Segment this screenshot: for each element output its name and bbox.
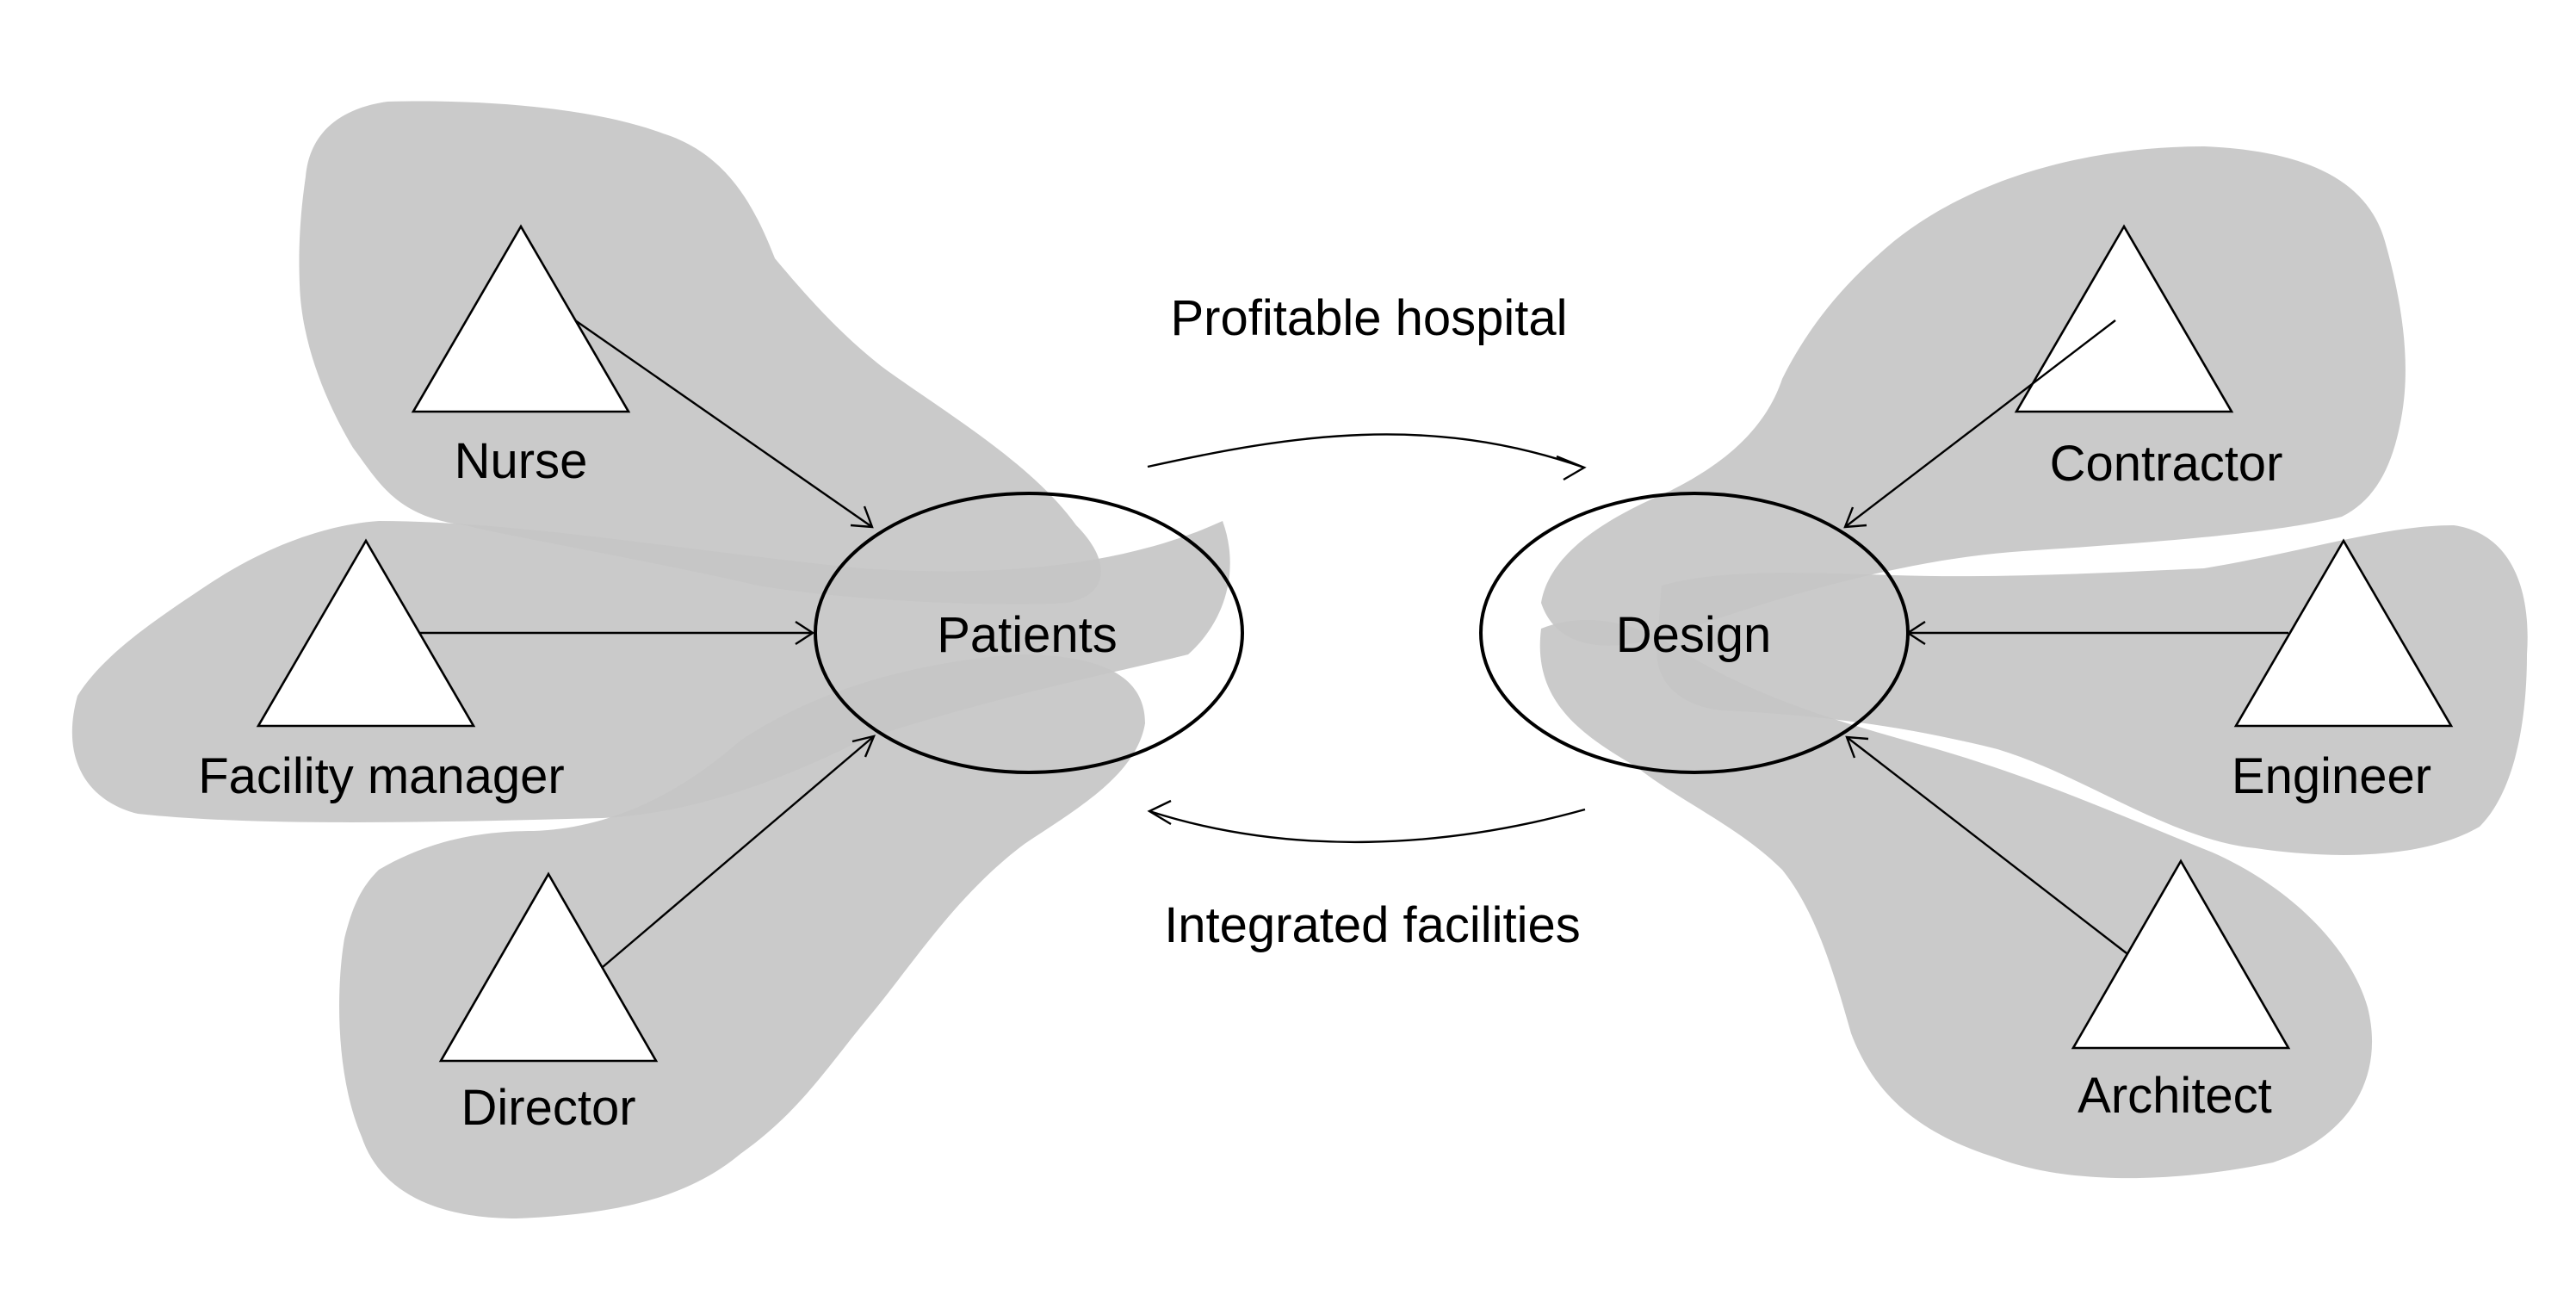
contractor-connector-arrowhead xyxy=(1843,506,1867,529)
nurse-connector xyxy=(574,319,873,528)
director-label: Director xyxy=(461,1080,635,1136)
architect-connector xyxy=(1846,736,2127,954)
nurse-label: Nurse xyxy=(455,433,588,489)
architect-label: Architect xyxy=(2078,1068,2272,1124)
patients-ellipse xyxy=(814,492,1244,774)
profitable-hospital-label: Profitable hospital xyxy=(1170,290,1567,346)
director-triangle xyxy=(438,871,659,1063)
profitable-hospital-arrow xyxy=(1147,433,1585,469)
design-label: Design xyxy=(1616,607,1772,663)
patients-label: Patients xyxy=(937,607,1118,663)
integrated-facilities-arrowhead xyxy=(1147,799,1172,826)
facility-manager-label: Facility manager xyxy=(198,748,564,804)
contractor-triangle xyxy=(2014,224,2234,413)
profitable-hospital-arrowhead xyxy=(1556,455,1587,481)
architect-triangle xyxy=(2071,859,2291,1050)
nurse-connector-arrowhead xyxy=(850,505,874,529)
director-blob xyxy=(339,654,1145,1218)
facility-manager-triangle xyxy=(256,538,476,728)
director-connector-arrowhead xyxy=(851,735,876,758)
engineer-label: Engineer xyxy=(2232,748,2431,804)
engineer-triangle xyxy=(2233,538,2454,728)
integrated-facilities-arrow xyxy=(1149,808,1586,844)
director-connector xyxy=(602,735,875,968)
integrated-facilities-label: Integrated facilities xyxy=(1164,897,1581,953)
contractor-label: Contractor xyxy=(2050,436,2283,492)
nurse-blob xyxy=(299,101,1101,604)
architect-connector-arrowhead xyxy=(1845,735,1869,759)
facility-manager-connector-arrowhead xyxy=(795,620,815,646)
contractor-blob xyxy=(1541,146,2406,646)
engineer-connector-arrowhead xyxy=(1905,620,1926,646)
contractor-connector xyxy=(1844,319,2116,528)
nurse-triangle xyxy=(411,224,631,413)
